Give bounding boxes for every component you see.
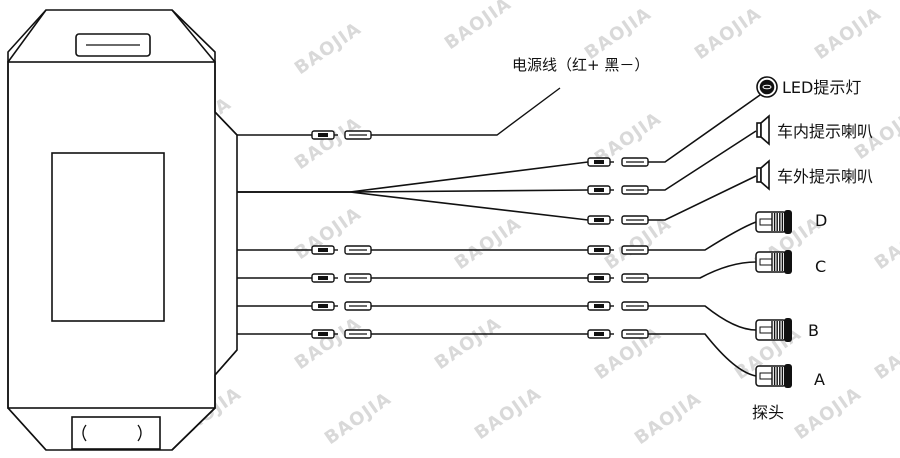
connector-icon xyxy=(621,185,649,195)
watermark-text: BAOJIA xyxy=(291,203,366,264)
speaker-in-label: 车内提示喇叭 xyxy=(777,122,873,141)
connector-icon xyxy=(587,273,614,283)
connector-icon xyxy=(344,329,372,339)
speaker-icon-out xyxy=(756,159,770,191)
sensor-a-label: A xyxy=(814,370,825,389)
sensor-icon-c xyxy=(755,250,792,274)
watermark-text: BAOJIA xyxy=(291,113,366,174)
sensor-icon-b xyxy=(755,318,792,342)
connector-icon xyxy=(344,245,372,255)
connector-icon xyxy=(344,130,372,140)
connector-icon xyxy=(311,301,338,311)
speaker-icon-in xyxy=(756,114,770,146)
connector-icon xyxy=(621,245,649,255)
sensor-d-label: D xyxy=(815,211,827,230)
sensor-c-wire-c xyxy=(648,261,757,279)
sensor-c-label: C xyxy=(815,257,826,276)
connector-icon xyxy=(621,329,649,339)
sensors xyxy=(755,210,792,388)
led-wire-out xyxy=(648,94,761,163)
sensor-icon-a xyxy=(755,364,792,388)
connector-icon xyxy=(621,301,649,311)
led-icon xyxy=(756,76,778,98)
watermark-text: BAOJIA xyxy=(811,3,886,64)
connector-icon xyxy=(587,245,614,255)
connector-icon xyxy=(311,329,338,339)
watermark-text: BAOJIA xyxy=(581,3,656,64)
speaker-out-label: 车外提示喇叭 xyxy=(777,167,873,186)
connector-icon xyxy=(587,185,614,195)
speaker-in-wire-out xyxy=(648,130,757,191)
connector-icon xyxy=(311,130,338,140)
connector-icon xyxy=(587,301,614,311)
speaker-out-wire xyxy=(237,191,589,221)
wires xyxy=(237,94,761,377)
watermark-text: BAOJIA xyxy=(871,323,900,384)
watermark-text: BAOJIA xyxy=(791,383,866,444)
box-body xyxy=(7,61,216,409)
watermark-text: BAOJIA xyxy=(471,383,546,444)
watermark-text: BAOJIA xyxy=(451,213,526,274)
connector-icon xyxy=(621,157,649,167)
probe-label: 探头 xyxy=(752,403,784,422)
power-line-leader xyxy=(400,87,561,136)
sensor-b-label: B xyxy=(808,321,819,340)
sensor-a-wire-c xyxy=(648,333,757,377)
connector-icon xyxy=(311,273,338,283)
watermark-text: BAOJIA xyxy=(291,313,366,374)
led-wire xyxy=(237,161,589,193)
connector-icon xyxy=(621,215,649,225)
control-box xyxy=(7,9,238,451)
led-label: LED提示灯 xyxy=(782,78,861,97)
power-label: 电源线（红+ 黑－） xyxy=(512,56,649,74)
box-label-window xyxy=(51,152,165,322)
mount-slot-bottom xyxy=(71,416,161,450)
watermark-text: BAOJIA xyxy=(691,3,766,64)
watermark-text: BAOJIA xyxy=(431,313,506,374)
connector-icon xyxy=(587,329,614,339)
sensor-b-wire-c xyxy=(648,305,757,331)
watermark-text: BAOJIA xyxy=(631,388,706,449)
sensor-icon-d xyxy=(755,210,792,234)
connectors xyxy=(311,130,649,339)
connector-icon xyxy=(344,273,372,283)
connector-icon xyxy=(621,273,649,283)
watermark-text: BAOJIA xyxy=(291,18,366,79)
watermark-text: BAOJIA xyxy=(441,0,516,54)
mount-slot-top xyxy=(75,33,151,57)
watermark-text: BAOJIA xyxy=(871,213,900,274)
connector-icon xyxy=(344,301,372,311)
connector-icon xyxy=(587,157,614,167)
sensor-d-wire-c xyxy=(648,221,757,251)
connector-icon xyxy=(587,215,614,225)
speaker-out-wire-out xyxy=(648,175,757,221)
watermark-text: BAOJIA xyxy=(321,388,396,449)
connector-icon xyxy=(311,245,338,255)
